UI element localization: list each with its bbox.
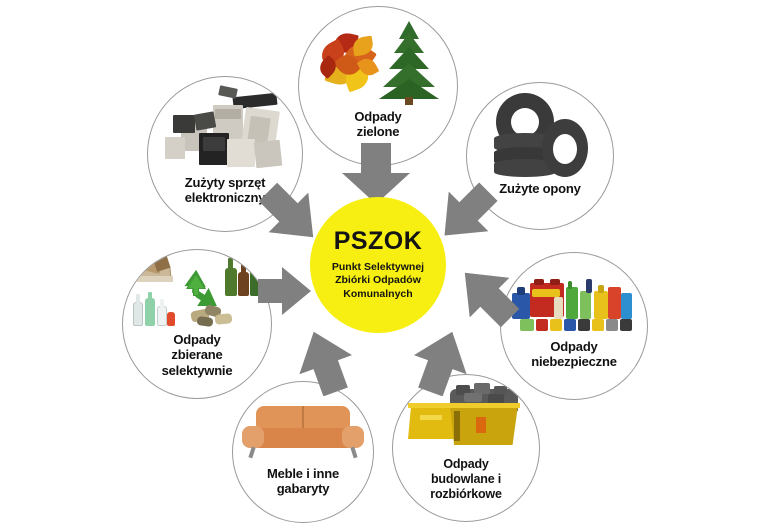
node-label: Odpady budowlane i rozbiórkowe (430, 457, 502, 501)
node-odpady-selektywne[interactable]: Odpady zbierane selektywnie (122, 249, 272, 399)
center-hub: PSZOK Punkt Selektywnej Zbiórki Odpadów … (310, 197, 446, 333)
furniture-image (233, 382, 373, 464)
node-zuzyty-sprzet[interactable]: Zużyty sprzęt elektroniczny (147, 76, 303, 232)
node-odpady-zielone[interactable]: Odpady zielone (298, 6, 458, 166)
construction-waste-image (393, 375, 539, 455)
arrow-from-zielone (336, 143, 416, 205)
node-label: Odpady zbierane selektywnie (161, 332, 233, 378)
node-label: Odpady niebezpieczne (531, 339, 617, 370)
arrow-from-meble (288, 324, 360, 396)
node-label: Zużyty sprzęt elektroniczny (184, 175, 266, 206)
node-zuzyte-opony[interactable]: Zużyte opony (466, 82, 614, 230)
green-waste-image (299, 7, 457, 107)
node-odpady-niebezpieczne[interactable]: Odpady niebezpieczne (500, 252, 648, 400)
arrow-from-budowlane (406, 324, 478, 396)
arrow-from-opony (430, 180, 500, 250)
node-label: Odpady zielone (354, 109, 402, 140)
selective-collection-image (123, 250, 271, 330)
arrow-from-sprzet (256, 180, 328, 252)
arrow-from-selektywne (254, 262, 316, 320)
arrow-from-niebezpieczne (450, 258, 522, 330)
node-label: Meble i inne gabaryty (266, 466, 339, 497)
node-meble-gabaryty[interactable]: Meble i inne gabaryty (232, 381, 374, 523)
tires-image (467, 83, 613, 179)
center-title: PSZOK (333, 226, 423, 255)
node-odpady-budowlane[interactable]: Odpady budowlane i rozbiórkowe (392, 374, 540, 522)
node-label: Zużyte opony (499, 181, 581, 196)
hazardous-waste-image (501, 253, 647, 337)
electronics-image (148, 77, 302, 173)
center-subtitle: Punkt Selektywnej Zbiórki Odpadów Komuna… (331, 260, 425, 300)
